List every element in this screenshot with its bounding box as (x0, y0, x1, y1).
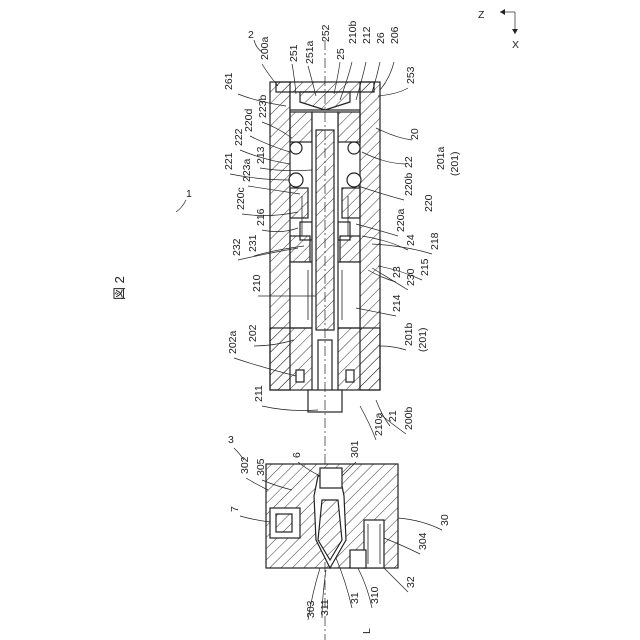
label-200a: 200a (259, 36, 271, 60)
label-200b: 200b (403, 406, 415, 430)
label-201a-paren: (201) (449, 151, 461, 176)
label-251: 251 (288, 44, 300, 62)
label-7: 7 (229, 506, 241, 512)
label-201b: 201b (403, 322, 415, 346)
label-231: 231 (247, 234, 259, 252)
label-214: 214 (391, 294, 403, 312)
label-220c: 220c (235, 187, 247, 210)
label-223b: 223b (257, 94, 269, 118)
axis-x-label: X (512, 39, 519, 51)
lower-unit-number: 3 (228, 434, 234, 446)
label-L: L (361, 628, 373, 634)
label-25: 25 (335, 48, 347, 60)
label-213: 213 (255, 146, 267, 164)
label-218: 218 (429, 232, 441, 250)
label-210: 210 (251, 274, 263, 292)
label-211: 211 (253, 385, 265, 402)
label-210b: 210b (347, 20, 359, 44)
label-202a: 202a (227, 330, 239, 354)
label-32: 32 (405, 576, 417, 588)
label-26: 26 (375, 32, 387, 44)
label-252: 252 (320, 24, 332, 42)
label-311: 311 (319, 599, 331, 616)
label-21: 21 (387, 410, 399, 422)
figure-title: 図 2 (112, 276, 127, 300)
label-22: 22 (403, 156, 415, 168)
axis-indicator: Z X (478, 9, 519, 51)
label-301: 301 (349, 440, 361, 458)
label-201a: 201a (435, 146, 447, 170)
label-261: 261 (223, 72, 235, 90)
label-212: 212 (361, 26, 373, 44)
label-24: 24 (405, 234, 417, 246)
label-253: 253 (405, 66, 417, 84)
label-201b-paren: (201) (417, 327, 429, 352)
label-305: 305 (255, 458, 267, 476)
label-6: 6 (291, 452, 303, 458)
label-232: 232 (231, 238, 243, 256)
label-223a: 223a (241, 158, 253, 182)
label-221: 221 (223, 152, 235, 170)
label-222: 222 (233, 128, 245, 146)
label-304: 304 (417, 532, 429, 550)
label-220a: 220a (395, 208, 407, 232)
label-220: 220 (423, 194, 435, 212)
label-215: 215 (419, 258, 431, 276)
label-302: 302 (239, 456, 251, 474)
upper-unit-number: 2 (248, 29, 254, 41)
device-number: 1 (186, 188, 192, 200)
label-20: 20 (409, 128, 421, 140)
label-206: 206 (389, 26, 401, 44)
label-30: 30 (439, 514, 451, 526)
label-202: 202 (247, 324, 259, 342)
label-251a: 251a (304, 40, 316, 64)
axis-z-label: Z (478, 9, 485, 21)
lower-unit-body (266, 464, 398, 568)
label-216: 216 (255, 208, 267, 226)
label-220b: 220b (403, 172, 415, 196)
